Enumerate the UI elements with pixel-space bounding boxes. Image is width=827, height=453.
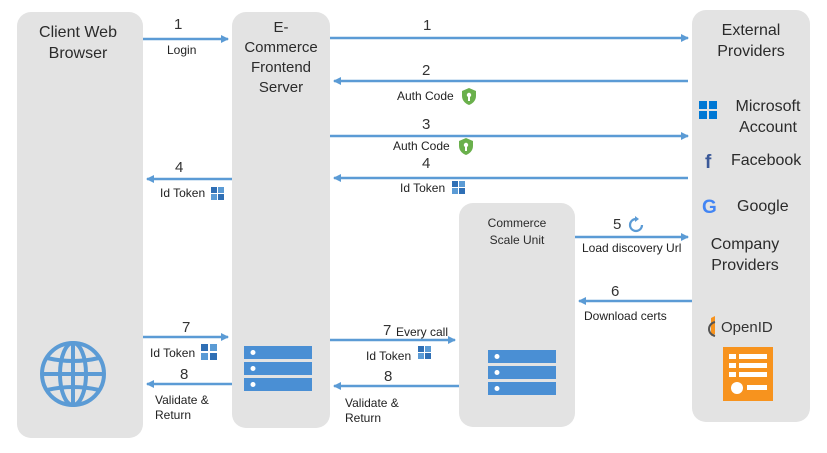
client-browser-title: Client Web Browser	[39, 24, 117, 62]
google-label: Google	[737, 198, 789, 215]
step-2-number: 2	[422, 62, 431, 79]
company-providers-title: Company Providers	[710, 236, 780, 274]
step-7-left-label: Id Token	[150, 346, 196, 360]
step-7-left-number: 7	[182, 319, 191, 336]
step-7-right-extra: Every call	[396, 325, 449, 339]
refresh-icon	[626, 215, 646, 235]
step-8-left-label: Validate & Return	[155, 393, 209, 422]
svg-text:f: f	[705, 152, 712, 171]
shield-icon	[461, 87, 477, 106]
shield-icon	[458, 137, 474, 156]
step-4-left-label: Id Token	[160, 186, 206, 200]
facebook-label: Facebook	[731, 152, 802, 169]
microsoft-account-label: Microsoft Account	[735, 98, 801, 136]
commerce-scale-unit-title: Commerce Scale Unit	[487, 216, 547, 247]
token-icon	[201, 344, 217, 360]
step-3-label: Auth Code	[393, 139, 450, 153]
step-6-label: Download certs	[584, 309, 667, 323]
microsoft-icon	[699, 101, 717, 119]
step-7-right-label: Id Token	[366, 349, 412, 363]
token-icon	[418, 346, 431, 359]
step-8-left-number: 8	[180, 366, 189, 383]
facebook-icon: f	[703, 151, 717, 173]
frontend-server-title: E-Commerce Frontend Server	[244, 19, 318, 96]
step-2-label: Auth Code	[397, 89, 454, 103]
openid-logo: OpenID	[705, 312, 795, 340]
step-5-number: 5	[613, 216, 622, 233]
step-3-number: 3	[422, 116, 431, 133]
step-5-label: Load discovery Url	[582, 241, 682, 255]
step-6-number: 6	[611, 283, 620, 300]
openid-text: OpenID	[721, 319, 773, 336]
token-icon	[452, 181, 465, 194]
external-providers-title: External Providers	[717, 22, 785, 60]
globe-icon	[39, 340, 107, 408]
step-1-redirect-number: 1	[423, 17, 432, 34]
svg-text:G: G	[702, 197, 717, 217]
commerce-scale-unit-server-icon	[488, 350, 556, 396]
step-8-right-label: Validate & Return	[345, 396, 399, 425]
step-1-login-label: Login	[167, 43, 197, 57]
token-icon	[211, 187, 224, 200]
google-icon: G	[700, 195, 722, 218]
step-4-right-number: 4	[422, 155, 431, 172]
frontend-server-icon	[244, 346, 312, 392]
certificate-icon	[723, 347, 773, 401]
step-1-login-number: 1	[174, 16, 183, 33]
step-4-left-number: 4	[175, 159, 184, 176]
client-browser-panel	[17, 12, 143, 438]
step-7-right-number: 7	[383, 322, 392, 339]
step-8-right-number: 8	[384, 368, 393, 385]
step-4-right-label: Id Token	[400, 181, 446, 195]
